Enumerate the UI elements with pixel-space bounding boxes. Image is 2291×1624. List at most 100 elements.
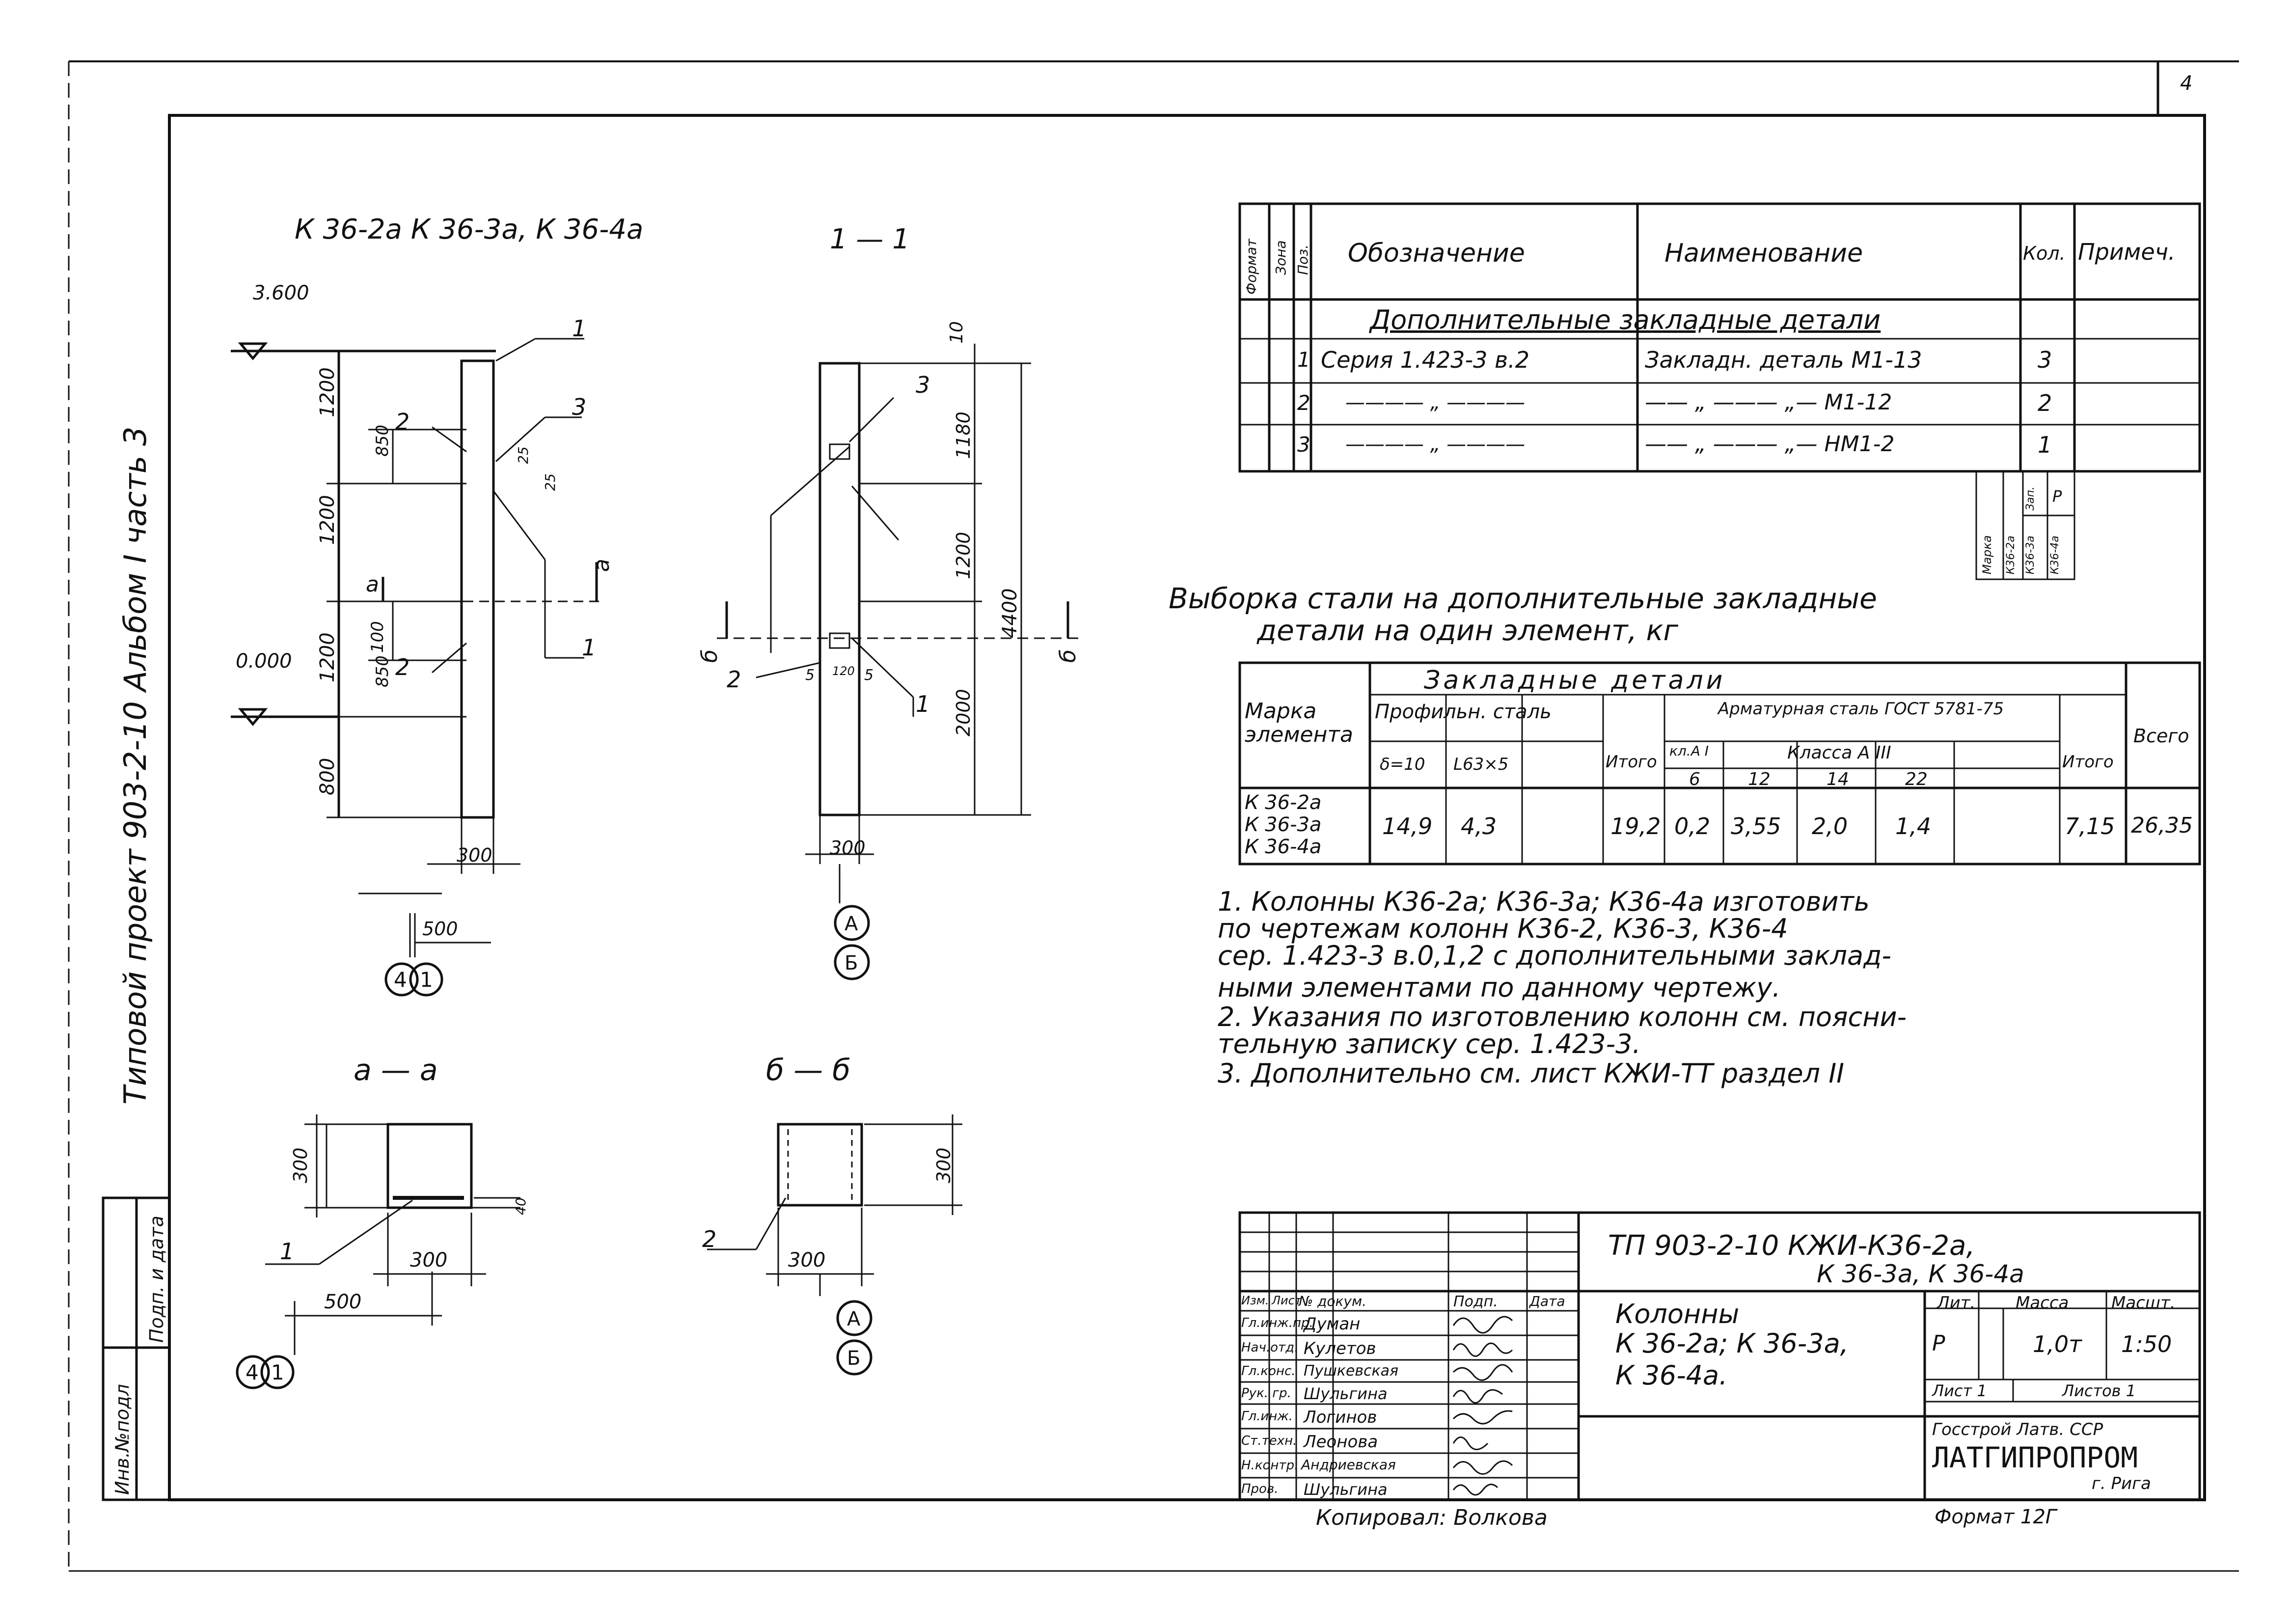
- spec-row-1-name: Закладн. деталь М1-13: [1645, 347, 1922, 373]
- svg-text:1: 1: [280, 1238, 294, 1265]
- steel-header-profile: Профильн. сталь: [1375, 701, 1552, 723]
- steel-table-title-1: Выборка стали на дополнительные закладны…: [1169, 582, 1877, 615]
- spec-row-2-designation: ———— „ ————: [1345, 391, 1526, 414]
- steel-header-rebar: Арматурная сталь ГОСТ 5781-75: [1718, 699, 2004, 719]
- svg-text:300: 300: [457, 844, 492, 866]
- title-org-line3: г. Рига: [2092, 1474, 2151, 1493]
- svg-text:4400: 4400: [999, 588, 1021, 638]
- sheet-number: 4: [2180, 72, 2193, 95]
- svg-text:300: 300: [933, 1147, 955, 1183]
- svg-text:25: 25: [515, 446, 531, 464]
- svg-text:120: 120: [832, 664, 855, 678]
- staff-role-1: Гл.инж.пр.: [1241, 1316, 1313, 1330]
- svg-text:5: 5: [805, 667, 815, 684]
- spec-row-1-qty: 3: [2038, 347, 2052, 373]
- svg-text:0.000: 0.000: [236, 650, 292, 673]
- title-name-line1: Колонны: [1615, 1299, 1740, 1329]
- staff-name-3: Пушкевская: [1304, 1362, 1399, 1380]
- spec-row-1-pos: 1: [1297, 348, 1310, 372]
- title-scale-value: 1:50: [2121, 1331, 2172, 1357]
- staff-name-5: Логинов: [1304, 1407, 1377, 1427]
- title-scale-header: Масшт.: [2111, 1293, 2176, 1313]
- staff-name-6: Леонова: [1304, 1432, 1378, 1452]
- steel-header-a1: кл.А I: [1669, 743, 1709, 759]
- svg-text:2: 2: [727, 666, 741, 693]
- svg-text:Б: Б: [845, 952, 858, 974]
- svg-text:Б: Б: [847, 1347, 860, 1370]
- steel-val-total1: 19,2: [1610, 813, 1661, 839]
- svg-text:1: 1: [420, 968, 433, 992]
- spec-row-2-pos: 2: [1297, 391, 1310, 415]
- steel-table-title-2: детали на один элемент, кг: [1257, 614, 1678, 647]
- svg-text:1180: 1180: [953, 411, 974, 459]
- steel-row-mark-1: К 36-2а: [1245, 791, 1322, 814]
- svg-text:300: 300: [788, 1249, 825, 1272]
- title-mass-value: 1,0т: [2033, 1331, 2082, 1357]
- svg-text:300: 300: [830, 837, 866, 859]
- svg-text:300: 300: [410, 1249, 447, 1272]
- staff-name-8: Шульгина: [1304, 1480, 1388, 1499]
- title-name-line3: К 36-4а.: [1615, 1360, 1728, 1391]
- svg-text:2000: 2000: [953, 689, 974, 736]
- spec-row-2-name: —— „ ——— „— М1-12: [1645, 390, 1892, 415]
- spec-header-qty: Кол.: [2023, 243, 2066, 264]
- note-line-2: по чертежам колонн К36-2, К36-3, К36-4: [1218, 913, 1788, 944]
- svg-text:1: 1: [572, 315, 586, 342]
- note-line-3: сер. 1.423-3 в.0,1,2 с дополнительными з…: [1218, 940, 1891, 971]
- steel-header-mark: Марка элемента: [1245, 699, 1353, 748]
- staff-role-7: Н.контр.: [1241, 1458, 1299, 1473]
- svg-text:1200: 1200: [316, 495, 339, 545]
- spec-row-3-pos: 3: [1297, 433, 1310, 457]
- staff-name-7: Андриевская: [1301, 1457, 1396, 1473]
- steel-sub-total1: Итого: [1606, 752, 1657, 772]
- title-code-line1: ТП 903-2-10 КЖИ-К36-2а,: [1608, 1230, 1975, 1262]
- staff-role-6: Ст.техн.: [1241, 1434, 1297, 1448]
- svg-text:1200: 1200: [953, 532, 974, 579]
- change-header-doc: № докум.: [1299, 1293, 1367, 1309]
- note-line-7: 3. Дополнительно см. лист КЖИ-ТТ раздел …: [1218, 1058, 1845, 1089]
- svg-text:850: 850: [373, 655, 392, 687]
- staff-role-2: Нач.отд.: [1241, 1340, 1299, 1355]
- svg-text:3: 3: [572, 394, 586, 420]
- section-11-title: 1 — 1: [830, 223, 910, 255]
- title-name-line2: К 36-2а; К 36-3а,: [1615, 1328, 1849, 1359]
- svg-text:1: 1: [582, 634, 596, 661]
- steel-val-22: 1,4: [1895, 813, 1932, 839]
- title-lit-header: Лит.: [1937, 1293, 1976, 1313]
- spec-header-name: Наименование: [1664, 239, 1863, 268]
- svg-text:5: 5: [864, 667, 873, 684]
- staff-role-8: Пров.: [1241, 1482, 1279, 1496]
- title-sheets-label: Листов 1: [2062, 1381, 2136, 1400]
- title-org-line2: ЛАТГИПРОПРОМ: [1932, 1441, 2138, 1474]
- note-line-5: 2. Указания по изготовлению колонн см. п…: [1218, 1001, 1907, 1032]
- spec-row-3-qty: 1: [2038, 432, 2052, 458]
- staff-name-4: Шульгина: [1304, 1384, 1388, 1403]
- svg-text:4: 4: [394, 968, 407, 992]
- staff-role-5: Гл.инж.: [1241, 1409, 1293, 1424]
- title-org-line1: Госстрой Латв. ССР: [1932, 1420, 2103, 1439]
- steel-sub-6: 6: [1689, 769, 1700, 789]
- staff-name-1: Думан: [1304, 1314, 1361, 1334]
- svg-text:1: 1: [916, 691, 930, 717]
- change-header-sheet: Лист: [1272, 1294, 1302, 1307]
- spec-row-3-designation: ———— „ ————: [1345, 433, 1526, 456]
- svg-text:б: б: [697, 650, 722, 663]
- svg-text:800: 800: [316, 758, 339, 795]
- title-mass-header: Масса: [2016, 1293, 2069, 1313]
- svg-text:1200: 1200: [316, 367, 339, 417]
- svg-text:2: 2: [395, 654, 409, 680]
- note-line-6: тельную записку сер. 1.423-3.: [1218, 1029, 1641, 1059]
- svg-text:а: а: [366, 572, 379, 597]
- spec-row-1-designation: Серия 1.423-3 в.2: [1321, 347, 1529, 373]
- svg-text:100: 100: [368, 621, 387, 653]
- note-line-4: ными элементами по данному чертежу.: [1218, 972, 1781, 1003]
- steel-val-l63: 4,3: [1461, 813, 1497, 839]
- spec-section-title: Дополнительные закладные детали: [1370, 304, 1881, 335]
- svg-text:40: 40: [513, 1197, 529, 1215]
- steel-val-12: 3,55: [1731, 813, 1781, 839]
